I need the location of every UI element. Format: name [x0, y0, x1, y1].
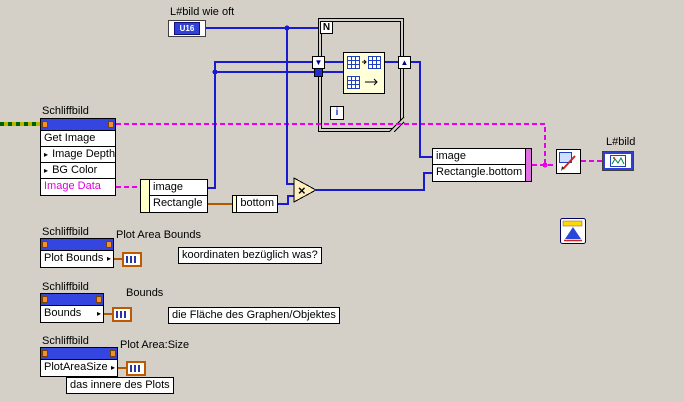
graph-vi-icon[interactable]: [560, 218, 586, 244]
control-refnum-strip: [41, 239, 113, 251]
property-node-plotareasize[interactable]: PlotAreaSize ▸: [40, 347, 118, 377]
unbundle-by-name-node[interactable]: image Rectangle: [140, 179, 208, 213]
property-node-plot-bounds[interactable]: Plot Bounds ▸: [40, 238, 114, 268]
read-arrow-icon: ▸: [110, 363, 115, 372]
bundle-row-rectangle-bottom[interactable]: Rectangle.bottom: [433, 165, 526, 181]
wire-count-to-multiply[interactable]: [286, 28, 294, 185]
wire-multiply-to-bundle[interactable]: [316, 172, 432, 191]
shift-register-right-icon[interactable]: ▲: [398, 56, 411, 69]
u16-type-icon: U16: [173, 22, 201, 35]
param-label: Image Depth: [52, 148, 116, 160]
invoke-method-row[interactable]: Get Image: [41, 131, 115, 147]
property-caption: Plot Area Bounds: [116, 229, 202, 241]
unbundle-bottom-node[interactable]: bottom: [232, 195, 278, 213]
refnum-glyph-icon: [42, 296, 48, 303]
free-label-comment[interactable]: koordinaten bezüglich was?: [178, 247, 322, 264]
read-arrow-icon: ▸: [96, 309, 101, 318]
invoke-node-label: Schliffbild: [42, 105, 89, 117]
refnum-glyph-icon: [42, 121, 48, 128]
loop-count-terminal[interactable]: N: [320, 21, 333, 34]
bundle-row-image[interactable]: image: [433, 149, 526, 165]
draw-picture-vi-icon[interactable]: [556, 149, 581, 174]
property-label: PlotAreaSize: [44, 361, 108, 373]
refnum-glyph-icon: [106, 241, 112, 248]
method-label: Get Image: [44, 132, 96, 144]
cluster-strip: [233, 196, 238, 212]
free-label-comment[interactable]: das innere des Plots: [66, 377, 174, 394]
control-refnum-strip: [41, 348, 117, 360]
wire-junction-dot: [542, 162, 548, 168]
control-refnum-strip: [41, 294, 103, 306]
property-node-label: Schliffbild: [42, 226, 89, 238]
property-row[interactable]: PlotAreaSize ▸: [41, 360, 117, 376]
wire-loop-out-to-bundle[interactable]: [411, 61, 432, 158]
image-indicator-terminal[interactable]: [602, 151, 634, 171]
param-label: Image Data: [44, 180, 101, 192]
param-label: BG Color: [52, 164, 98, 176]
loop-tunnel[interactable]: [314, 68, 323, 77]
refnum-glyph-icon: [42, 350, 48, 357]
refnum-glyph-icon: [96, 296, 102, 303]
picture-glyph-icon: [610, 155, 626, 167]
property-node-label: Schliffbild: [42, 281, 89, 293]
input-arrow-icon: ▸: [44, 166, 49, 175]
param-row-bg-color[interactable]: ▸ BG Color: [41, 163, 115, 179]
read-arrow-icon: ▸: [106, 254, 111, 263]
property-row[interactable]: Bounds ▸: [41, 306, 103, 322]
wire-junction-dot: [212, 69, 218, 75]
param-row-image-data[interactable]: Image Data: [41, 179, 115, 195]
property-row[interactable]: Plot Bounds ▸: [41, 251, 113, 267]
cluster-indicator-terminal[interactable]: [112, 307, 132, 322]
cluster-indicator-terminal[interactable]: [122, 252, 142, 267]
property-node-bounds[interactable]: Bounds ▸: [40, 293, 104, 323]
invoke-node-schliffbild[interactable]: Get Image ▸ Image Depth ▸ BG Color Image…: [40, 118, 116, 196]
cluster-strip-output: [525, 149, 531, 181]
cluster-indicator-terminal[interactable]: [126, 361, 146, 376]
unbundle-row-bottom[interactable]: bottom: [237, 196, 277, 212]
count-control-caption: L#bild wie oft: [170, 6, 235, 18]
property-node-label: Schliffbild: [42, 335, 89, 347]
free-label-comment[interactable]: die Fläche des Graphen/Objektes: [168, 307, 340, 324]
refnum-glyph-icon: [42, 241, 48, 248]
wire-image-to-shift-register[interactable]: [208, 61, 313, 189]
loop-fold-line: [393, 121, 405, 133]
wire-junction-dot: [284, 25, 290, 31]
input-arrow-icon: ▸: [44, 150, 49, 159]
loop-iteration-terminal[interactable]: i: [330, 106, 344, 120]
count-control-terminal[interactable]: U16: [168, 20, 206, 37]
unbundle-row-image[interactable]: image: [150, 180, 207, 196]
multiply-glyph: ×: [298, 183, 306, 198]
property-caption: Plot Area:Size: [120, 339, 190, 351]
unbundle-row-rectangle[interactable]: Rectangle: [150, 196, 207, 212]
bundle-by-name-node[interactable]: image Rectangle.bottom: [432, 148, 532, 182]
image-indicator-caption: L#bild: [606, 136, 636, 148]
property-caption: Bounds: [126, 287, 164, 299]
property-label: Bounds: [44, 307, 82, 319]
refnum-glyph-icon: [108, 121, 114, 128]
property-label: Plot Bounds: [44, 252, 104, 264]
param-row-image-depth[interactable]: ▸ Image Depth: [41, 147, 115, 163]
cluster-strip: [141, 180, 150, 212]
control-refnum-strip: [41, 119, 115, 131]
cluster-pattern-icon: [126, 256, 138, 263]
multiply-function[interactable]: [293, 177, 318, 203]
cluster-pattern-icon: [116, 311, 128, 318]
wire-image-data-bypass[interactable]: [116, 122, 547, 165]
array-function-icon[interactable]: [343, 52, 385, 94]
refnum-glyph-icon: [110, 350, 116, 357]
wire-bottom-to-multiply[interactable]: [278, 195, 294, 205]
cluster-pattern-icon: [130, 365, 142, 372]
